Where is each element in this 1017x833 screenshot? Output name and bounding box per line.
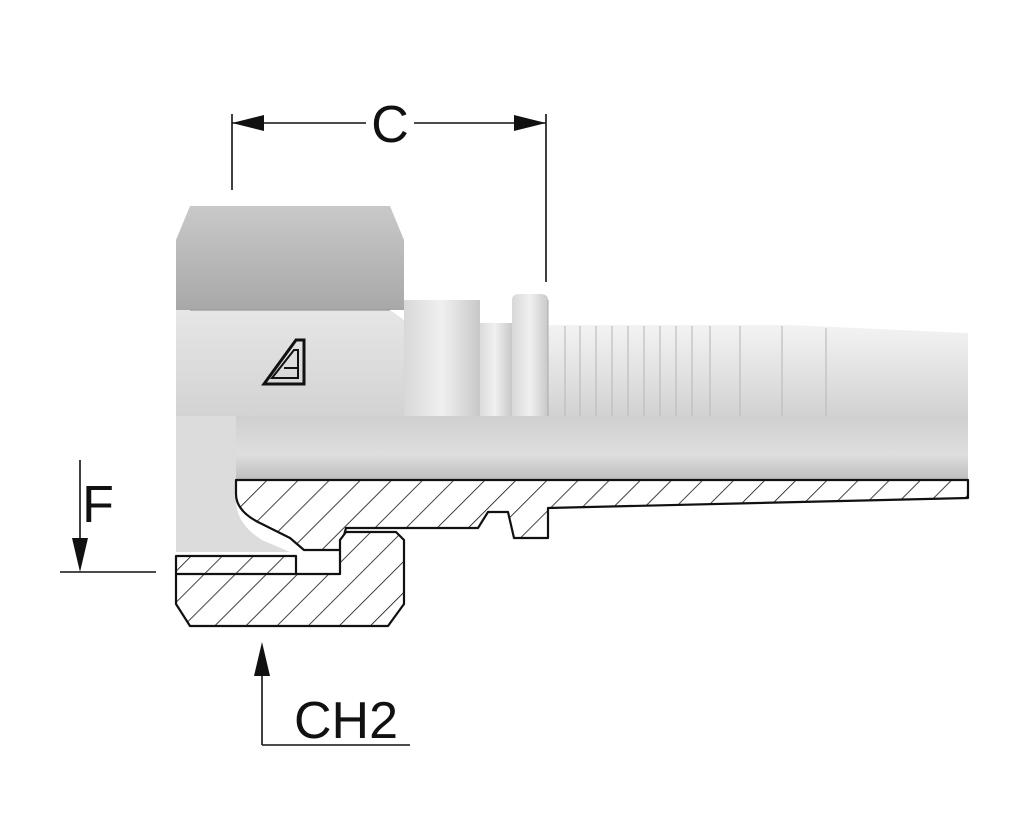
nut-section <box>174 530 406 628</box>
cross-section <box>174 478 970 628</box>
inner-bore <box>236 416 968 480</box>
label-c: C <box>371 96 409 154</box>
dimension-f: F <box>60 460 156 573</box>
brand-logo-icon <box>261 338 306 386</box>
fitting-exterior <box>176 206 968 552</box>
hex-nut-face <box>176 310 404 416</box>
stem-section <box>234 478 970 552</box>
dimension-ch2: CH2 <box>254 642 410 750</box>
barb-ridges <box>564 326 827 416</box>
arrow-up-icon <box>254 642 270 676</box>
hex-nut-top <box>176 206 404 310</box>
arrow-down-icon <box>72 538 88 572</box>
arrow-left-icon <box>232 115 264 131</box>
label-f: F <box>82 476 114 534</box>
nut-inner-face <box>176 416 290 552</box>
label-ch2: CH2 <box>294 692 398 750</box>
dimension-c: C <box>231 96 547 282</box>
arrow-right-icon <box>514 115 546 131</box>
